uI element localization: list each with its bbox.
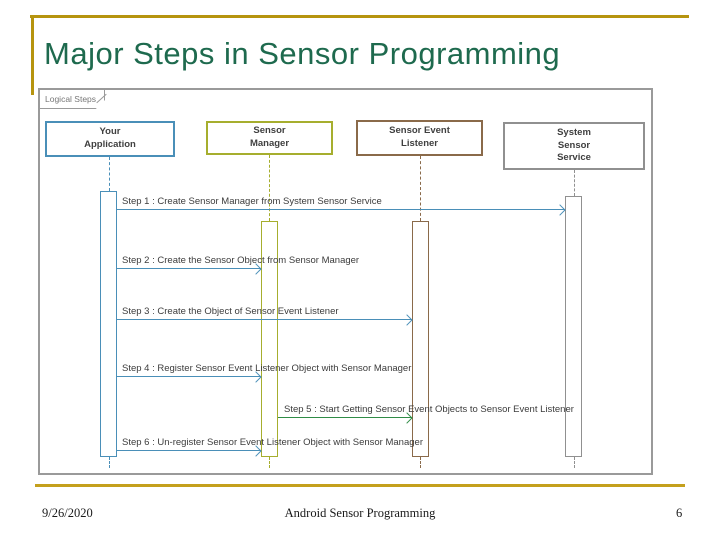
lifeline-tail-sensor-event-listener <box>420 457 421 468</box>
activation-your-application <box>100 191 117 457</box>
message-step5-label: Step 5 : Start Getting Sensor Event Obje… <box>284 404 574 415</box>
participant-sensor-manager: Sensor Manager <box>206 121 333 155</box>
lifeline-your-application <box>109 157 110 191</box>
message-step6-label: Step 6 : Un-register Sensor Event Listen… <box>122 437 423 448</box>
activation-sensor-event-listener <box>412 221 429 457</box>
footer-date: 9/26/2020 <box>42 506 93 520</box>
message-step2-arrow <box>117 268 261 269</box>
lifeline-tail-your-application <box>109 457 110 468</box>
footer-page-number: 6 <box>676 506 683 520</box>
participant-system-sensor-service: System Sensor Service <box>503 122 645 170</box>
left-accent-line <box>31 15 34 95</box>
activation-sensor-manager <box>261 221 278 457</box>
message-step3-arrow <box>117 319 412 320</box>
lifeline-sensor-event-listener <box>420 156 421 221</box>
footer-center-text: Android Sensor Programming <box>284 506 436 520</box>
message-step1-arrow <box>117 209 565 210</box>
lifeline-system-sensor-service <box>574 170 575 196</box>
lifeline-sensor-manager <box>269 155 270 221</box>
lifeline-tail-system-sensor-service <box>574 457 575 468</box>
message-step2-label: Step 2 : Create the Sensor Object from S… <box>122 255 360 266</box>
lifeline-tail-sensor-manager <box>269 457 270 468</box>
bottom-accent-line <box>35 484 685 487</box>
top-accent-line <box>30 15 689 18</box>
message-step1-label: Step 1 : Create Sensor Manager from Syst… <box>122 196 382 207</box>
participant-sensor-event-listener: Sensor Event Listener <box>356 120 483 156</box>
activation-system-sensor-service <box>565 196 582 457</box>
slide-title: Major Steps in Sensor Programming <box>44 36 561 71</box>
message-step5-arrow <box>278 417 412 418</box>
message-step6-arrow <box>117 450 261 451</box>
message-step4-arrow <box>117 376 261 377</box>
message-step4-label: Step 4 : Register Sensor Event Listener … <box>122 363 412 374</box>
message-step3-label: Step 3 : Create the Object of Sensor Eve… <box>122 306 339 317</box>
frame-label-tab: Logical Steps <box>39 89 105 109</box>
participant-your-application: Your Application <box>45 121 175 157</box>
